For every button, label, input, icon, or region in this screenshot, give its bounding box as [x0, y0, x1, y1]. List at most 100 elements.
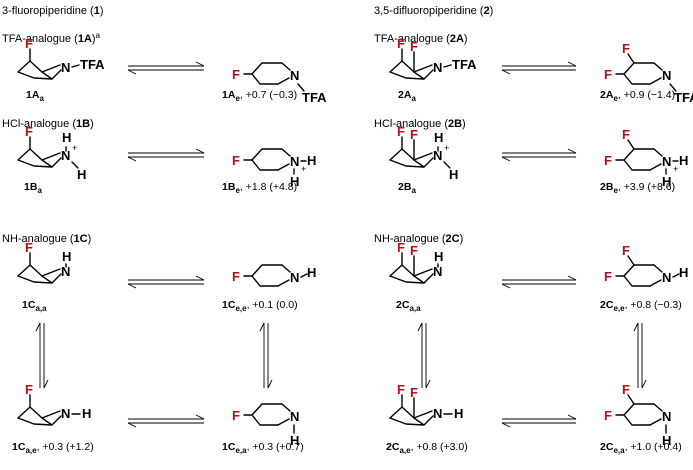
ring-bond [251, 159, 279, 171]
fluorine-atom: F [232, 67, 240, 82]
hydrogen-atom: H [307, 153, 316, 168]
nitrogen-atom: N [290, 270, 299, 285]
nitrogen-atom: N [662, 68, 671, 83]
ring-bond [389, 264, 433, 277]
equilibrium-arrow-horizontal [127, 61, 205, 75]
n-h-bond [300, 273, 308, 278]
compound-label-1Cea: 1Ce,a, +0.3 (+0.7) [222, 441, 304, 455]
equilibrium-arrow-vertical [259, 322, 273, 389]
tfa-group: TFA [452, 57, 477, 72]
fluorine-atom: F [604, 153, 612, 168]
nitrogen-atom: N [662, 409, 671, 424]
charge-plus: + [444, 143, 449, 153]
c-n-bond [277, 163, 290, 171]
row-subheading: TFA-analogue (1A)a [2, 31, 101, 45]
ring-bond [623, 414, 651, 426]
hydrogen-atom: H [434, 249, 443, 264]
fluorine-atom: F [397, 36, 405, 51]
nitrogen-atom: N [662, 154, 671, 169]
tfa-group: TFA [80, 57, 105, 72]
nitrogen-atom: N [61, 60, 70, 75]
c-c-bond [653, 403, 663, 412]
molecule-axial: FNH+H [17, 124, 86, 182]
section-heading: 3-fluoropiperidine (1) [2, 5, 104, 17]
ring-bond [251, 264, 283, 277]
compound-label-2Ae: 2Ae, +0.9 (−1.4) [600, 89, 675, 103]
c-n-bond [649, 163, 662, 171]
ring-bond [251, 73, 279, 85]
ring-bond [17, 159, 53, 168]
charge-plus: + [72, 143, 77, 153]
fluorine-atom: F [410, 385, 418, 400]
ring-bond [389, 275, 425, 284]
ring-bond [623, 275, 651, 287]
ring-bond [17, 275, 53, 284]
n-tfa-bond [669, 83, 677, 92]
tfa-group: TFA [302, 90, 327, 105]
equilibrium-arrow-horizontal [127, 414, 205, 428]
c-n-bond [277, 279, 290, 287]
c-c-bond [653, 148, 663, 157]
hydrogen-atom: H [62, 130, 71, 145]
equilibrium-arrows [35, 61, 647, 428]
row-subheading: NH-analogue (2C) [374, 233, 463, 245]
c-f-bond [627, 394, 635, 405]
equilibrium-arrow-vertical [35, 322, 49, 389]
tfa-group: TFA [674, 90, 693, 105]
c-n-bond [423, 69, 434, 80]
fluorine-atom: F [604, 67, 612, 82]
fluorine-atom: F [622, 243, 630, 258]
ring-bond [389, 417, 425, 426]
nitrogen-atom: N [433, 406, 442, 421]
ring-bond [623, 148, 655, 161]
fluorine-atom: F [232, 408, 240, 423]
hydrogen-atom: H [662, 433, 671, 448]
hydrogen-atom: H [62, 249, 71, 264]
n-tfa-bond [443, 64, 452, 68]
compound-label-1Cae: 1Ca,e, +0.3 (+1.2) [12, 441, 94, 455]
c-n-bond [277, 77, 290, 85]
nitrogen-atom: N [290, 154, 299, 169]
compound-label-2Ba: 2Ba [398, 181, 416, 195]
hydrogen-atom: H [82, 406, 91, 421]
n-h-bond [443, 161, 451, 169]
compound-label-2Cea: 2Ce,a, +1.0 (+0.4) [600, 441, 682, 455]
row-subheading: NH-analogue (1C) [2, 233, 91, 245]
section-headers: 3-fluoropiperidine (1) TFA-analogue (1A)a… [2, 5, 493, 245]
c-c-bond [653, 62, 663, 71]
ring-bond [389, 406, 433, 419]
charge-plus: + [301, 164, 306, 174]
c-c-bond [281, 62, 291, 71]
c-c-bond [281, 403, 291, 412]
hydrogen-atom: H [77, 167, 86, 182]
ring-bond [389, 159, 425, 168]
hydrogen-atom: H [307, 265, 316, 280]
hydrogen-atom: H [454, 406, 463, 421]
compound-label-1Aa: 1Aa [26, 89, 44, 103]
c-n-bond [277, 418, 290, 426]
ring-bond [251, 275, 279, 287]
equilibrium-arrow-horizontal [501, 414, 577, 428]
row-subheading: TFA-analogue (2A) [374, 33, 468, 45]
nitrogen-atom: N [290, 409, 299, 424]
ring-bond [389, 71, 425, 80]
ring-bond [251, 403, 283, 416]
ring-bond [623, 62, 655, 75]
compound-label-1Be: 1Be, +1.8 (+4.8) [222, 181, 297, 195]
ring-bond [17, 264, 61, 277]
fluorine-atom: F [410, 127, 418, 142]
c-n-bond [423, 273, 434, 284]
equilibrium-arrow-horizontal [127, 275, 205, 289]
c-n-bond [423, 415, 434, 426]
compound-label-1Ba: 1Ba [24, 181, 42, 195]
nitrogen-atom: N [662, 270, 671, 285]
